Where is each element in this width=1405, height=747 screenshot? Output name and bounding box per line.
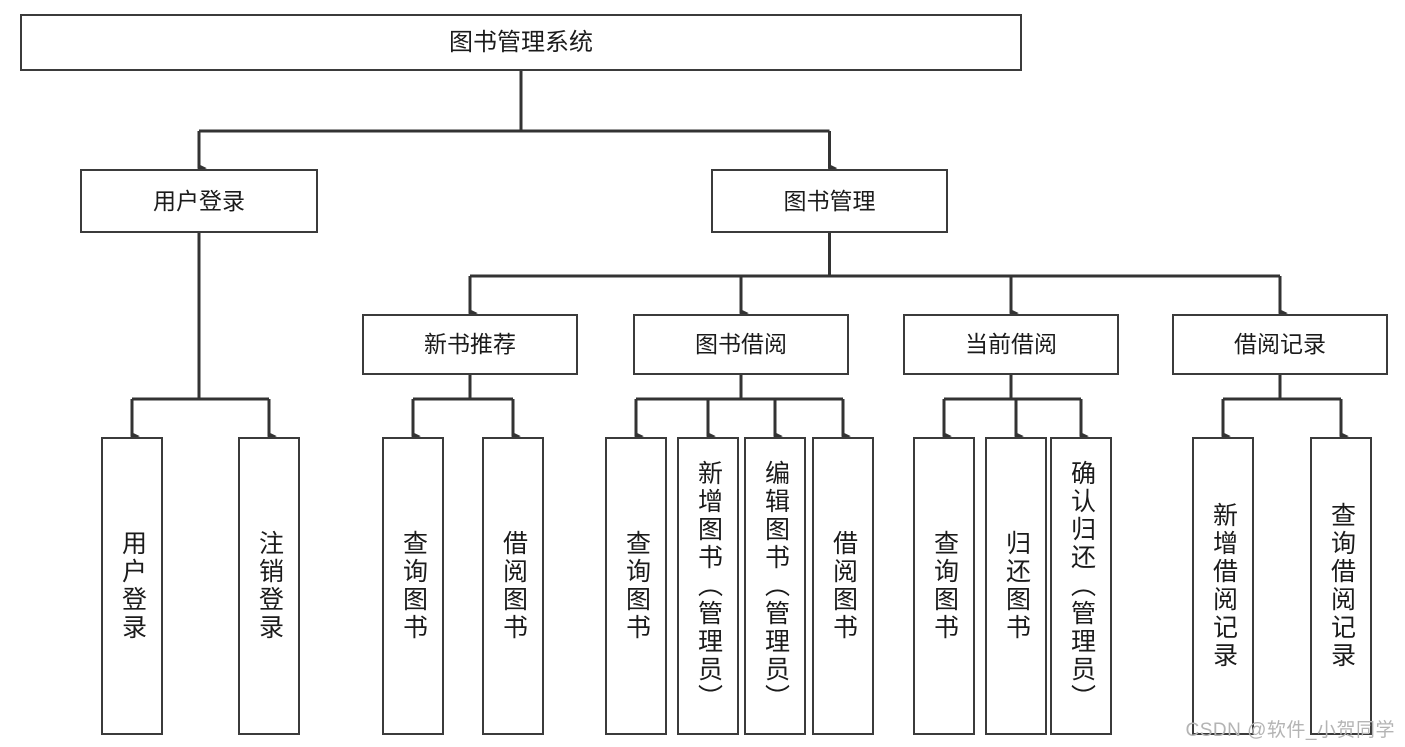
node-label: 当前借阅 <box>965 331 1057 358</box>
leaf-borrow-book-2[interactable]: 借阅图书 <box>812 437 874 735</box>
node-label: 查询图书 <box>622 530 651 642</box>
node-label: 借阅记录 <box>1234 331 1326 358</box>
leaf-query-book-2[interactable]: 查询图书 <box>605 437 667 735</box>
leaf-query-borrow-record[interactable]: 查询借阅记录 <box>1310 437 1372 735</box>
node-label: 新增借阅记录 <box>1209 502 1238 670</box>
node-current-borrow[interactable]: 当前借阅 <box>903 314 1119 375</box>
node-label: 注销登录 <box>255 530 284 642</box>
node-label: 图书管理 <box>783 187 876 214</box>
node-new-book-recommend[interactable]: 新书推荐 <box>362 314 578 375</box>
node-label: 查询图书 <box>930 530 959 642</box>
node-label: 借阅图书 <box>499 530 528 642</box>
node-label: 用户登录 <box>153 187 245 214</box>
node-root-system[interactable]: 图书管理系统 <box>20 14 1022 71</box>
node-label: 新书推荐 <box>424 331 516 358</box>
leaf-return-book[interactable]: 归还图书 <box>985 437 1047 735</box>
leaf-add-borrow-record[interactable]: 新增借阅记录 <box>1192 437 1254 735</box>
node-label: 新增图书（管理员） <box>694 460 723 712</box>
node-label: 归还图书 <box>1002 530 1031 642</box>
leaf-edit-book[interactable]: 编辑图书（管理员） <box>744 437 806 735</box>
node-label: 确认归还（管理员） <box>1067 460 1096 712</box>
node-label: 编辑图书（管理员） <box>761 460 790 712</box>
node-book-borrow[interactable]: 图书借阅 <box>633 314 849 375</box>
leaf-user-login[interactable]: 用户登录 <box>101 437 163 735</box>
node-label: 查询借阅记录 <box>1327 502 1356 670</box>
node-label: 查询图书 <box>399 530 428 642</box>
node-borrow-record[interactable]: 借阅记录 <box>1172 314 1388 375</box>
leaf-confirm-return[interactable]: 确认归还（管理员） <box>1050 437 1112 735</box>
leaf-borrow-book-1[interactable]: 借阅图书 <box>482 437 544 735</box>
node-label: 图书管理系统 <box>449 28 593 56</box>
leaf-query-book-1[interactable]: 查询图书 <box>382 437 444 735</box>
leaf-query-book-3[interactable]: 查询图书 <box>913 437 975 735</box>
node-label: 用户登录 <box>118 530 147 642</box>
leaf-add-book[interactable]: 新增图书（管理员） <box>677 437 739 735</box>
node-label: 图书借阅 <box>695 331 787 358</box>
node-book-manage[interactable]: 图书管理 <box>711 169 948 233</box>
node-user-login[interactable]: 用户登录 <box>80 169 318 233</box>
leaf-logout[interactable]: 注销登录 <box>238 437 300 735</box>
node-label: 借阅图书 <box>829 530 858 642</box>
